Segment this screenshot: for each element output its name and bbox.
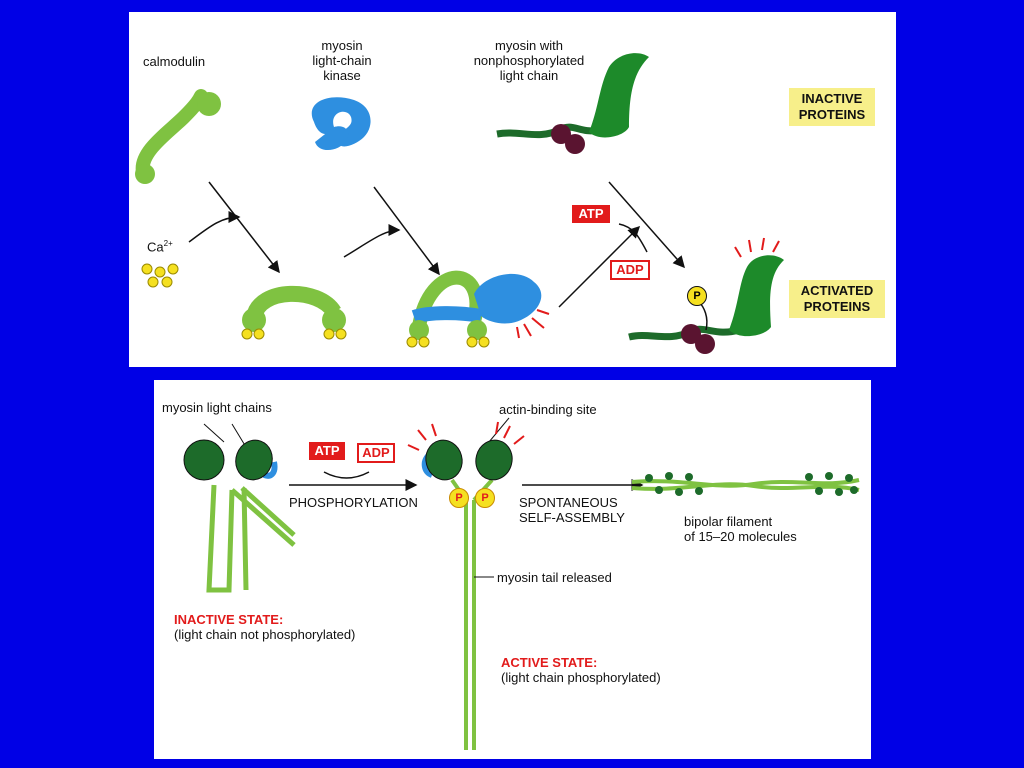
calcium-arrow	[188, 211, 241, 243]
activated-proteins-badge: ACTIVATED PROTEINS	[789, 280, 885, 318]
self-assembly-label: SPONTANEOUS SELF-ASSEMBLY	[519, 495, 625, 525]
inactive-state-subtitle: (light chain not phosphorylated)	[174, 627, 356, 642]
calmodulin-shape	[135, 89, 221, 184]
inactive-state-label: INACTIVE STATE: (light chain not phospho…	[174, 612, 355, 642]
mlck-activity-arrow	[558, 225, 641, 308]
myosin-activated-shape	[628, 237, 784, 354]
self-assembly-line2: SELF-ASSEMBLY	[519, 510, 625, 525]
active-state-subtitle: (light chain phosphorylated)	[501, 670, 661, 685]
bipolar-filament-label: bipolar filament of 15–20 molecules	[684, 514, 797, 544]
self-assembly-line1: SPONTANEOUS	[519, 495, 618, 510]
calmodulin-arrow	[208, 181, 280, 274]
top-phosphate-badge: P	[687, 286, 707, 306]
bottom-atp-badge: ATP	[309, 442, 345, 460]
phosphorylation-curve	[323, 471, 370, 479]
inactive-proteins-line1: INACTIVE	[801, 91, 863, 106]
bipolar-filament-line2: of 15–20 molecules	[684, 529, 797, 544]
calmodulin-activation-panel: calmodulin myosin light-chain kinase myo…	[129, 12, 896, 367]
myosin-label-line1: myosin with	[495, 38, 563, 53]
activated-proteins-line2: PROTEINS	[803, 299, 871, 314]
inactive-myosin-shape	[183, 439, 296, 593]
calcium-label: Ca2+	[147, 236, 173, 254]
inactive-proteins-badge: INACTIVE PROTEINS	[789, 88, 875, 126]
mlck-label-line3: kinase	[323, 68, 361, 83]
phosphate-badge-left: P	[449, 488, 469, 508]
myosin-arrow	[608, 181, 685, 269]
light-chains-label: myosin light chains	[162, 400, 272, 415]
mlck-shape	[311, 97, 371, 151]
atp-adp-curve	[618, 223, 648, 253]
activated-complex-shape	[406, 270, 550, 348]
active-state-label: ACTIVE STATE: (light chain phosphorylate…	[501, 655, 661, 685]
top-atp-badge: ATP	[572, 205, 610, 223]
calcium-charge: 2+	[163, 239, 173, 248]
myosin-assembly-panel: myosin light chains actin-binding site A…	[154, 380, 871, 759]
activated-proteins-line1: ACTIVATED	[800, 283, 874, 298]
mlck-label-line2: light-chain	[312, 53, 372, 68]
bottom-diagram-graphics	[183, 417, 860, 750]
calmodulin-to-mlck-arrow	[343, 224, 401, 258]
myosin-label: myosin with nonphosphorylated light chai…	[454, 38, 604, 83]
mlck-label-line1: myosin	[321, 38, 363, 53]
top-diagram-graphics	[135, 53, 784, 354]
calcium-ions	[141, 263, 179, 288]
myosin-inactive-shape	[496, 53, 649, 154]
inactive-state-title: INACTIVE STATE:	[174, 612, 284, 627]
active-state-title: ACTIVE STATE:	[501, 655, 598, 670]
calcium-base: Ca	[147, 239, 164, 255]
bottom-adp-badge: ADP	[357, 443, 395, 463]
mlck-label: myosin light-chain kinase	[297, 38, 387, 83]
myosin-label-line3: light chain	[499, 68, 559, 83]
active-myosin-shape	[407, 421, 525, 750]
phosphorylation-label: PHOSPHORYLATION	[289, 495, 418, 510]
mlck-arrow	[373, 186, 440, 276]
activated-calmodulin-shape	[241, 285, 347, 340]
calmodulin-label: calmodulin	[143, 54, 206, 69]
bipolar-filament-line1: bipolar filament	[684, 514, 773, 529]
bipolar-filament-shape	[631, 472, 860, 496]
actin-binding-site-label: actin-binding site	[499, 402, 597, 417]
tail-released-label: myosin tail released	[497, 570, 612, 585]
inactive-proteins-line2: PROTEINS	[798, 107, 866, 122]
myosin-label-line2: nonphosphorylated	[473, 53, 585, 68]
phosphate-badge-right: P	[475, 488, 495, 508]
top-adp-badge: ADP	[610, 260, 650, 280]
